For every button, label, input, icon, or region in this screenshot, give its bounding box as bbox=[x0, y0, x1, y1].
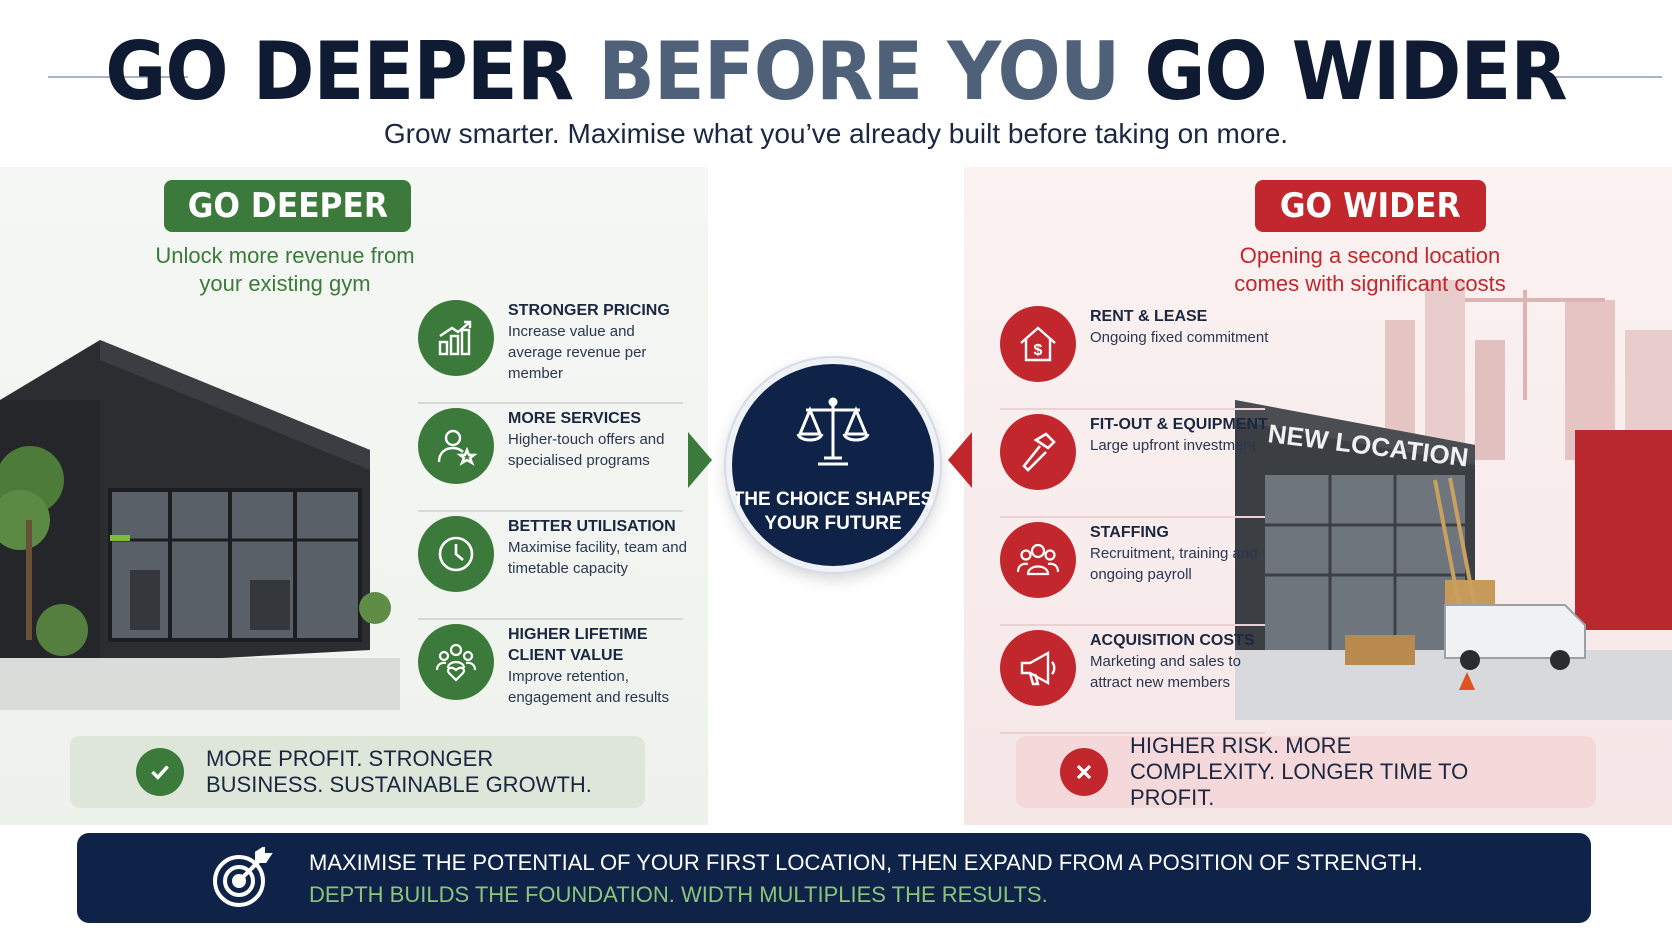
svg-text:$: $ bbox=[1034, 342, 1043, 359]
people-group-icon bbox=[1000, 522, 1076, 598]
banner-line-1: MAXIMISE THE POTENTIAL OF YOUR FIRST LOC… bbox=[309, 850, 1423, 875]
benefit-desc: Maximise facility, team and timetable ca… bbox=[508, 539, 687, 577]
benefit-title: HIGHER LIFETIME CLIENT VALUE bbox=[508, 626, 648, 664]
benefit-desc: Increase value and average revenue per m… bbox=[508, 323, 647, 382]
cost-desc: Recruitment, training and ongoing payrol… bbox=[1090, 545, 1258, 583]
page-subtitle: Grow smarter. Maximise what you’ve alrea… bbox=[383, 118, 1289, 149]
cost-item: STAFFING Recruitment, training and ongoi… bbox=[1000, 518, 1265, 626]
choice-badge: THE CHOICE SHAPES YOUR FUTURE bbox=[726, 358, 940, 572]
go-deeper-benefits: STRONGER PRICING Increase value and aver… bbox=[418, 296, 687, 728]
choice-text: THE CHOICE SHAPES YOUR FUTURE bbox=[732, 489, 934, 534]
cross-icon bbox=[1060, 748, 1108, 796]
go-wider-tagline: Opening a second location comes with sig… bbox=[1234, 243, 1506, 296]
benefit-title: MORE SERVICES bbox=[508, 410, 642, 427]
benefit-item: HIGHER LIFETIME CLIENT VALUE Improve ret… bbox=[418, 620, 683, 728]
cost-title: RENT & LEASE bbox=[1090, 308, 1208, 325]
page-title: GO DEEPER BEFORE YOU GO WIDER bbox=[59, 26, 1614, 118]
go-wider-label: GO WIDER bbox=[1255, 180, 1486, 232]
title-part-1: GO DEEPER bbox=[105, 25, 599, 118]
header-rule-right bbox=[1522, 76, 1662, 78]
person-star-icon bbox=[418, 408, 494, 484]
cost-item: FIT-OUT & EQUIPMENT Large upfront invest… bbox=[1000, 410, 1268, 518]
cost-title: FIT-OUT & EQUIPMENT bbox=[1090, 416, 1268, 433]
go-deeper-tagline: Unlock more revenue from your existing g… bbox=[155, 243, 415, 296]
cost-title: ACQUISITION COSTS bbox=[1090, 632, 1255, 649]
arrow-left-icon bbox=[948, 432, 972, 488]
go-wider-costs: $ RENT & LEASE Ongoing fixed commitment … bbox=[1000, 302, 1268, 734]
benefit-title: STRONGER PRICING bbox=[508, 302, 670, 319]
go-deeper-label: GO DEEPER bbox=[164, 180, 411, 232]
existing-gym-illustration bbox=[0, 340, 400, 710]
benefit-item: MORE SERVICES Higher-touch offers and sp… bbox=[418, 404, 683, 512]
cost-desc: Large upfront investment bbox=[1090, 437, 1256, 454]
clock-icon bbox=[418, 516, 494, 592]
check-icon bbox=[136, 748, 184, 796]
hammer-icon bbox=[1000, 414, 1076, 490]
arrow-right-icon bbox=[688, 432, 712, 488]
key-message-banner: MAXIMISE THE POTENTIAL OF YOUR FIRST LOC… bbox=[77, 833, 1591, 923]
megaphone-icon bbox=[1000, 630, 1076, 706]
header-rule-left bbox=[48, 76, 188, 78]
go-wider-result: HIGHER RISK. MORE COMPLEXITY. LONGER TIM… bbox=[1016, 733, 1596, 810]
benefit-item: BETTER UTILISATION Maximise facility, te… bbox=[418, 512, 687, 620]
go-wider-result-text: HIGHER RISK. MORE COMPLEXITY. LONGER TIM… bbox=[1130, 733, 1469, 810]
cost-desc: Ongoing fixed commitment bbox=[1090, 329, 1269, 346]
house-dollar-icon: $ bbox=[1000, 306, 1076, 382]
banner-line-2: DEPTH BUILDS THE FOUNDATION. WIDTH MULTI… bbox=[309, 882, 1048, 907]
new-location-illustration: NEW LOCATION bbox=[1235, 280, 1672, 720]
cost-title: STAFFING bbox=[1090, 524, 1169, 541]
cost-item: ACQUISITION COSTS Marketing and sales to… bbox=[1000, 626, 1265, 734]
cost-item: $ RENT & LEASE Ongoing fixed commitment bbox=[1000, 302, 1268, 410]
cost-desc: Marketing and sales to attract new membe… bbox=[1090, 653, 1241, 691]
go-deeper-result-text: MORE PROFIT. STRONGER BUSINESS. SUSTAINA… bbox=[206, 746, 592, 797]
go-deeper-result: MORE PROFIT. STRONGER BUSINESS. SUSTAINA… bbox=[70, 736, 645, 808]
bar-chart-growth-icon bbox=[418, 300, 494, 376]
target-arrow-icon bbox=[213, 847, 273, 907]
benefit-desc: Higher-touch offers and specialised prog… bbox=[508, 431, 665, 469]
benefit-desc: Improve retention, engagement and result… bbox=[508, 668, 669, 706]
benefit-item: STRONGER PRICING Increase value and aver… bbox=[418, 296, 683, 404]
benefit-title: BETTER UTILISATION bbox=[508, 518, 676, 535]
people-heart-icon bbox=[418, 624, 494, 700]
scales-icon bbox=[796, 397, 870, 466]
title-part-2: BEFORE YOU bbox=[598, 25, 1145, 118]
title-part-3: GO WIDER bbox=[1144, 25, 1567, 118]
